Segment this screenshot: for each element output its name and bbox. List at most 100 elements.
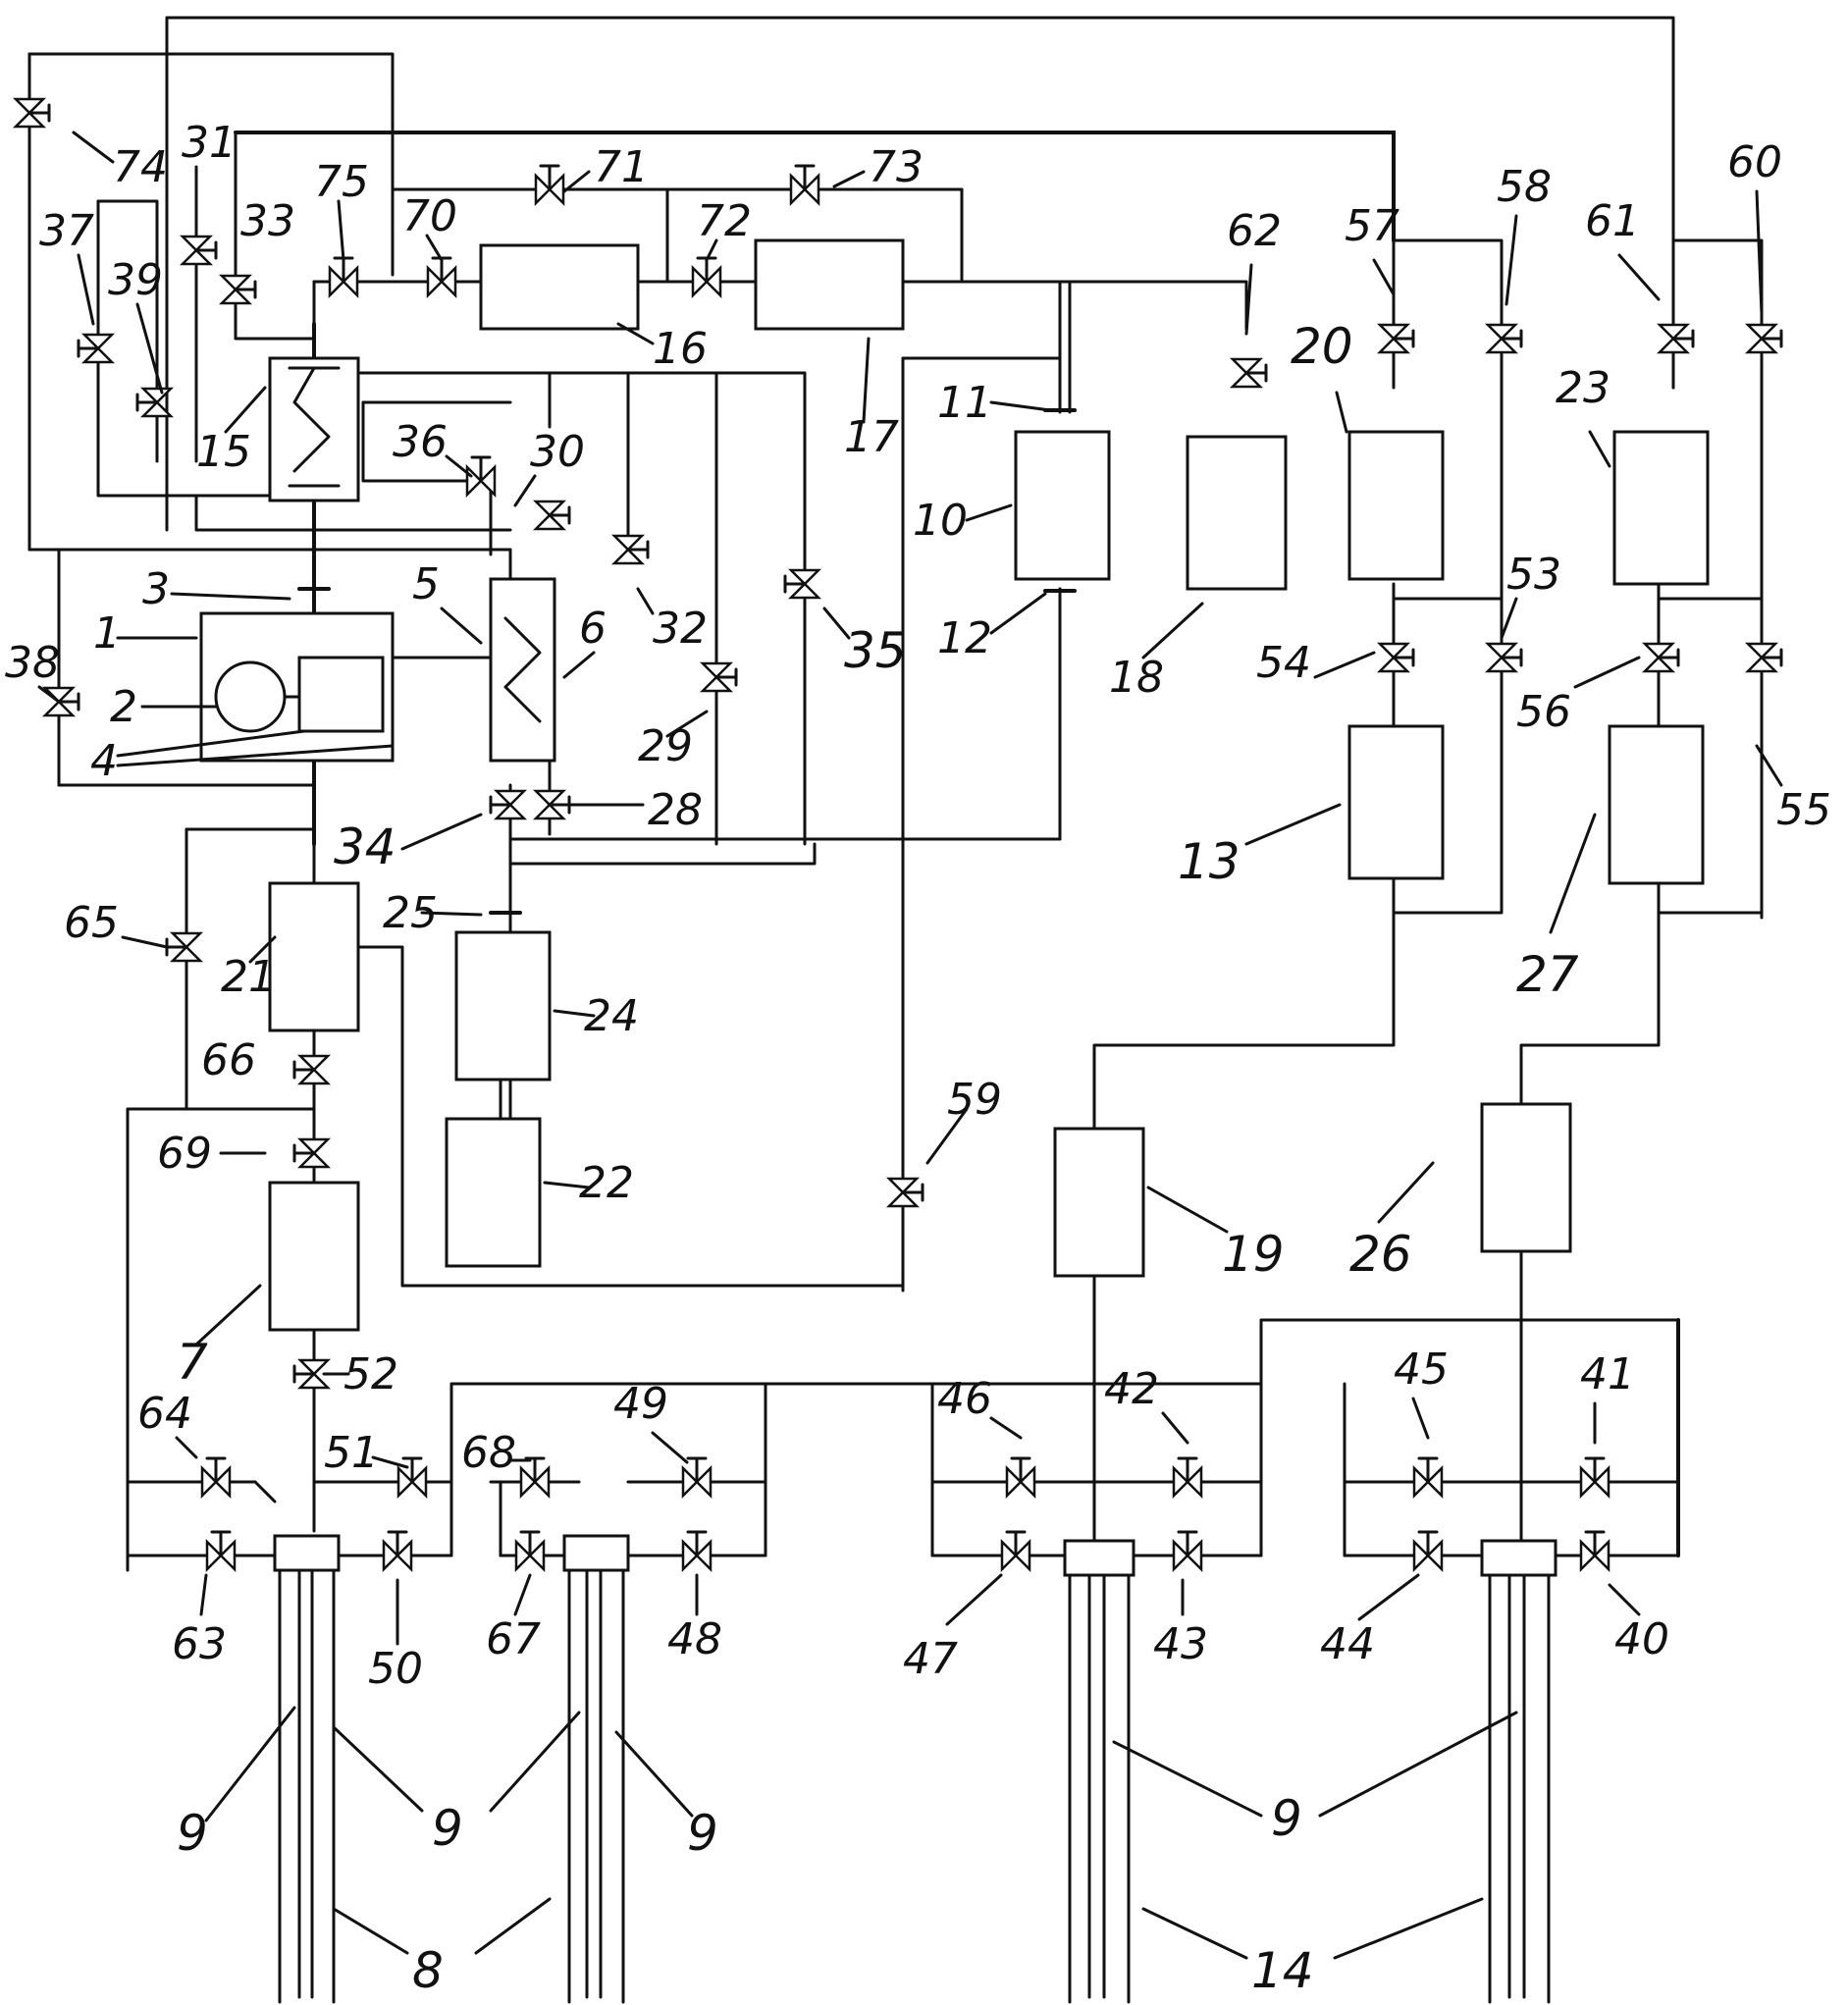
label-33: 33 <box>240 196 295 246</box>
label-60: 60 <box>1727 137 1782 187</box>
label-16: 16 <box>653 324 708 374</box>
label-61: 61 <box>1585 196 1640 246</box>
unit-20 <box>1349 432 1443 579</box>
label-42: 42 <box>1104 1364 1159 1414</box>
label-40: 40 <box>1614 1614 1669 1664</box>
valve-41 <box>1581 1458 1609 1496</box>
label-73: 73 <box>869 142 924 192</box>
valve-55 <box>1748 644 1781 671</box>
label-58: 58 <box>1497 162 1552 212</box>
wells-8 <box>275 1536 628 2002</box>
valve-31 <box>183 237 216 264</box>
label-44: 44 <box>1320 1619 1375 1669</box>
valve-64 <box>202 1458 230 1496</box>
valve-62 <box>1233 359 1266 387</box>
label-36: 36 <box>393 417 448 467</box>
label-49: 49 <box>613 1379 668 1429</box>
label-56: 56 <box>1516 687 1571 737</box>
unit-24 <box>456 932 550 1080</box>
label-29: 29 <box>638 721 693 771</box>
label-20: 20 <box>1291 318 1353 375</box>
label-38: 38 <box>5 638 60 688</box>
label-35: 35 <box>844 622 907 679</box>
label-41: 41 <box>1580 1349 1635 1399</box>
valve-73 <box>791 166 818 203</box>
label-53: 53 <box>1506 550 1561 600</box>
label-4: 4 <box>90 736 118 786</box>
label-5: 5 <box>412 559 440 609</box>
valve-47 <box>1002 1532 1030 1569</box>
label-59: 59 <box>947 1075 1002 1125</box>
label-18: 18 <box>1109 653 1164 703</box>
label-11: 11 <box>937 378 992 428</box>
label-22: 22 <box>579 1158 634 1208</box>
label-66: 66 <box>201 1035 256 1085</box>
unit-10 <box>1016 432 1109 579</box>
valve-61 <box>1660 325 1693 352</box>
label-39: 39 <box>108 255 163 305</box>
valve-40 <box>1581 1532 1609 1569</box>
unit-16 <box>481 245 638 329</box>
label-63: 63 <box>172 1619 227 1669</box>
label-34: 34 <box>334 818 396 875</box>
unit-19 <box>1055 1129 1143 1276</box>
label-51: 51 <box>324 1428 379 1478</box>
unit-23 <box>1614 432 1708 584</box>
valve-30 <box>536 501 569 529</box>
label-28: 28 <box>648 785 703 835</box>
valve-44 <box>1414 1532 1442 1569</box>
label-30: 30 <box>530 427 585 477</box>
label-10: 10 <box>913 496 968 546</box>
valve-28 <box>536 791 569 818</box>
unit-26 <box>1482 1104 1570 1251</box>
valve-60 <box>1748 325 1781 352</box>
valve-35 <box>785 570 818 598</box>
unit-21 <box>270 883 358 1030</box>
valve-65 <box>167 933 200 961</box>
label-15: 15 <box>196 427 251 477</box>
valve-75 <box>330 258 357 295</box>
label-68: 68 <box>461 1428 516 1478</box>
label-17: 17 <box>844 412 899 462</box>
valve-29 <box>703 663 736 691</box>
label-46: 46 <box>937 1374 992 1424</box>
label-74: 74 <box>113 142 168 192</box>
valve-50 <box>384 1532 411 1569</box>
valve-57 <box>1380 325 1413 352</box>
valve-42 <box>1174 1458 1201 1496</box>
valve-69 <box>294 1139 328 1167</box>
label-43: 43 <box>1153 1619 1208 1669</box>
unit-7 <box>270 1183 358 1330</box>
valve-51 <box>398 1458 426 1496</box>
wells-14 <box>1065 1541 1556 2002</box>
label-23: 23 <box>1556 363 1610 413</box>
label-67: 67 <box>486 1614 541 1664</box>
label-2: 2 <box>110 682 137 732</box>
label-65: 65 <box>64 898 119 948</box>
valve-33 <box>222 276 255 303</box>
valve-37 <box>79 335 112 362</box>
unit-2-circle <box>216 662 285 731</box>
unit-15 <box>270 358 358 501</box>
label-19: 19 <box>1222 1226 1285 1283</box>
valve-59 <box>889 1179 923 1206</box>
label-13: 13 <box>1178 833 1241 890</box>
valve-46 <box>1007 1458 1034 1496</box>
label-37: 37 <box>39 206 94 256</box>
valve-70 <box>428 258 455 295</box>
label-45: 45 <box>1394 1345 1449 1395</box>
valve-34 <box>491 791 524 818</box>
label-52: 52 <box>343 1349 398 1399</box>
label-14: 14 <box>1251 1942 1314 1999</box>
label-26: 26 <box>1349 1226 1412 1283</box>
unit-22 <box>447 1119 540 1266</box>
valve-38 <box>45 688 79 715</box>
valve-32 <box>614 536 648 563</box>
label-7: 7 <box>177 1334 208 1391</box>
valve-56 <box>1645 644 1678 671</box>
label-57: 57 <box>1345 201 1399 251</box>
valve-58 <box>1488 325 1521 352</box>
label-50: 50 <box>368 1644 423 1694</box>
unit-27 <box>1610 726 1703 883</box>
